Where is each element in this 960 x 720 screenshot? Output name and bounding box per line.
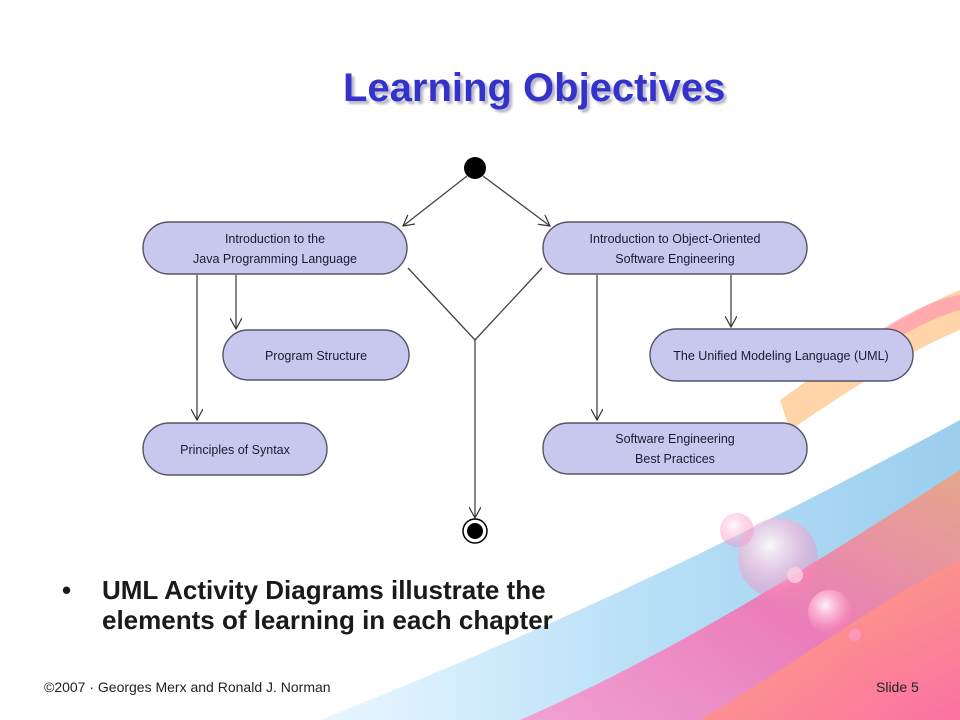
activity-node-best-practices: Software Engineering Best Practices	[542, 422, 808, 475]
program-structure-label: Program Structure	[265, 349, 367, 363]
best-practices-line2: Best Practices	[635, 452, 715, 466]
principles-syntax-label: Principles of Syntax	[180, 443, 291, 457]
edge-start-to-oo	[482, 175, 550, 226]
activity-node-java-intro: Introduction to the Java Programming Lan…	[142, 221, 408, 275]
oo-intro-line1: Introduction to Object-Oriented	[590, 232, 761, 246]
edge-start-to-java	[403, 175, 468, 226]
bullet-text-line1: UML Activity Diagrams illustrate the	[102, 575, 546, 605]
merge-diamond	[407, 267, 543, 341]
activity-node-oo-intro: Introduction to Object-Oriented Software…	[542, 221, 808, 275]
slide-title: Learning Objectives	[343, 66, 726, 110]
bullet-text: UML Activity Diagrams illustrate the ele…	[102, 575, 782, 635]
footer-copyright: ©2007 · Georges Merx and Ronald J. Norma…	[44, 679, 331, 695]
activity-node-uml: The Unified Modeling Language (UML)	[649, 328, 914, 382]
java-intro-line1: Introduction to the	[225, 232, 325, 246]
bullet-dot: •	[62, 575, 72, 605]
activity-node-principles-syntax: Principles of Syntax	[142, 422, 328, 476]
final-node	[467, 523, 483, 539]
uml-label: The Unified Modeling Language (UML)	[673, 349, 888, 363]
java-intro-line2: Java Programming Language	[193, 252, 357, 266]
initial-node	[464, 157, 486, 179]
oo-intro-line2: Software Engineering	[615, 252, 735, 266]
activity-node-program-structure: Program Structure	[222, 329, 410, 381]
bullet-text-line2: elements of learning in each chapter	[102, 605, 553, 635]
footer-slide-number: Slide 5	[876, 679, 919, 695]
best-practices-line1: Software Engineering	[615, 432, 735, 446]
